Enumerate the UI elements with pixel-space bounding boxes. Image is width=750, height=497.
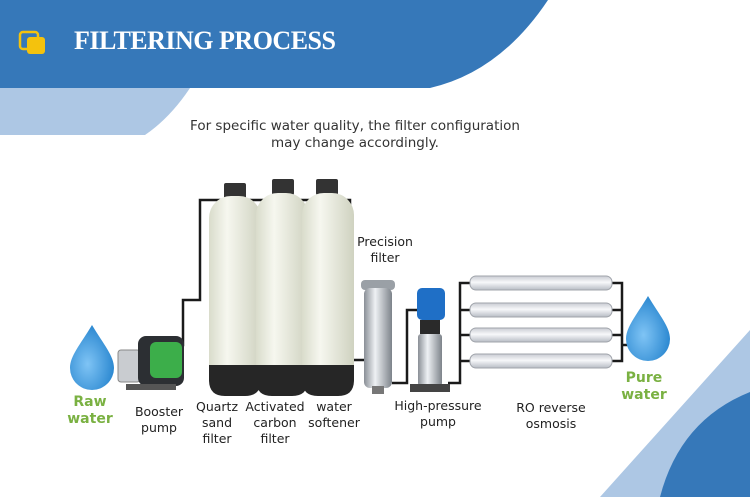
ro-membrane-tubes-icon — [469, 275, 613, 369]
booster-pump-label-line2: pump — [141, 420, 177, 435]
header-squares-icon — [18, 30, 45, 54]
ro-reverse-osmosis-label: RO reverse osmosis — [496, 400, 606, 432]
raw-water-label-line2: water — [67, 411, 113, 427]
quartz-sand-filter-label: Quartz sand filter — [188, 399, 246, 447]
pure-water-label: Pure water — [612, 370, 676, 404]
water-softener-tank-icon — [302, 179, 354, 396]
configuration-note-line1: For specific water quality, the filter c… — [190, 118, 520, 134]
raw-water-label: Raw water — [58, 394, 122, 428]
precision-label-line1: Precision — [357, 234, 413, 249]
raw-water-droplet-icon — [70, 325, 114, 390]
hp-pump-label-line1: High-pressure — [394, 398, 482, 413]
carbon-label-line1: Activated — [245, 399, 305, 414]
activated-carbon-tank-icon — [256, 179, 308, 396]
pipework — [178, 198, 632, 385]
precision-filter-label: Precision filter — [346, 234, 424, 266]
softener-label-line2: softener — [308, 415, 360, 430]
header-accent-band — [0, 88, 190, 135]
configuration-note-line2: may change accordingly. — [271, 135, 439, 151]
carbon-label-line3: filter — [260, 431, 290, 446]
booster-pump-label-line1: Booster — [134, 404, 184, 419]
booster-pump-label: Booster pump — [124, 404, 194, 436]
configuration-note: For specific water quality, the filter c… — [0, 118, 710, 152]
carbon-label-line2: carbon — [253, 415, 297, 430]
activated-carbon-filter-label: Activated carbon filter — [240, 399, 310, 447]
precision-label-line2: filter — [370, 250, 400, 265]
precision-filter-icon — [361, 280, 395, 394]
ro-label-line1: RO reverse — [516, 400, 586, 415]
quartz-label-line1: Quartz — [195, 399, 239, 414]
header-banner — [0, 0, 548, 88]
booster-pump-icon — [117, 336, 184, 390]
softener-label-line1: water — [316, 399, 352, 414]
pure-water-label-line1: Pure — [625, 370, 663, 386]
high-pressure-pump-icon — [410, 288, 450, 392]
pure-water-label-line2: water — [621, 387, 667, 403]
quartz-sand-tank-icon — [209, 183, 261, 396]
quartz-label-line3: filter — [202, 431, 232, 446]
high-pressure-pump-label: High-pressure pump — [378, 398, 498, 430]
page-title: FILTERING PROCESS — [74, 26, 336, 55]
raw-water-label-line1: Raw — [73, 394, 107, 410]
quartz-label-line2: sand — [201, 415, 233, 430]
pure-water-droplet-icon — [626, 296, 670, 361]
ro-label-line2: osmosis — [525, 416, 577, 431]
corner-accent-dark — [660, 392, 750, 497]
water-softener-label: water softener — [298, 399, 370, 431]
hp-pump-label-line2: pump — [420, 414, 456, 429]
